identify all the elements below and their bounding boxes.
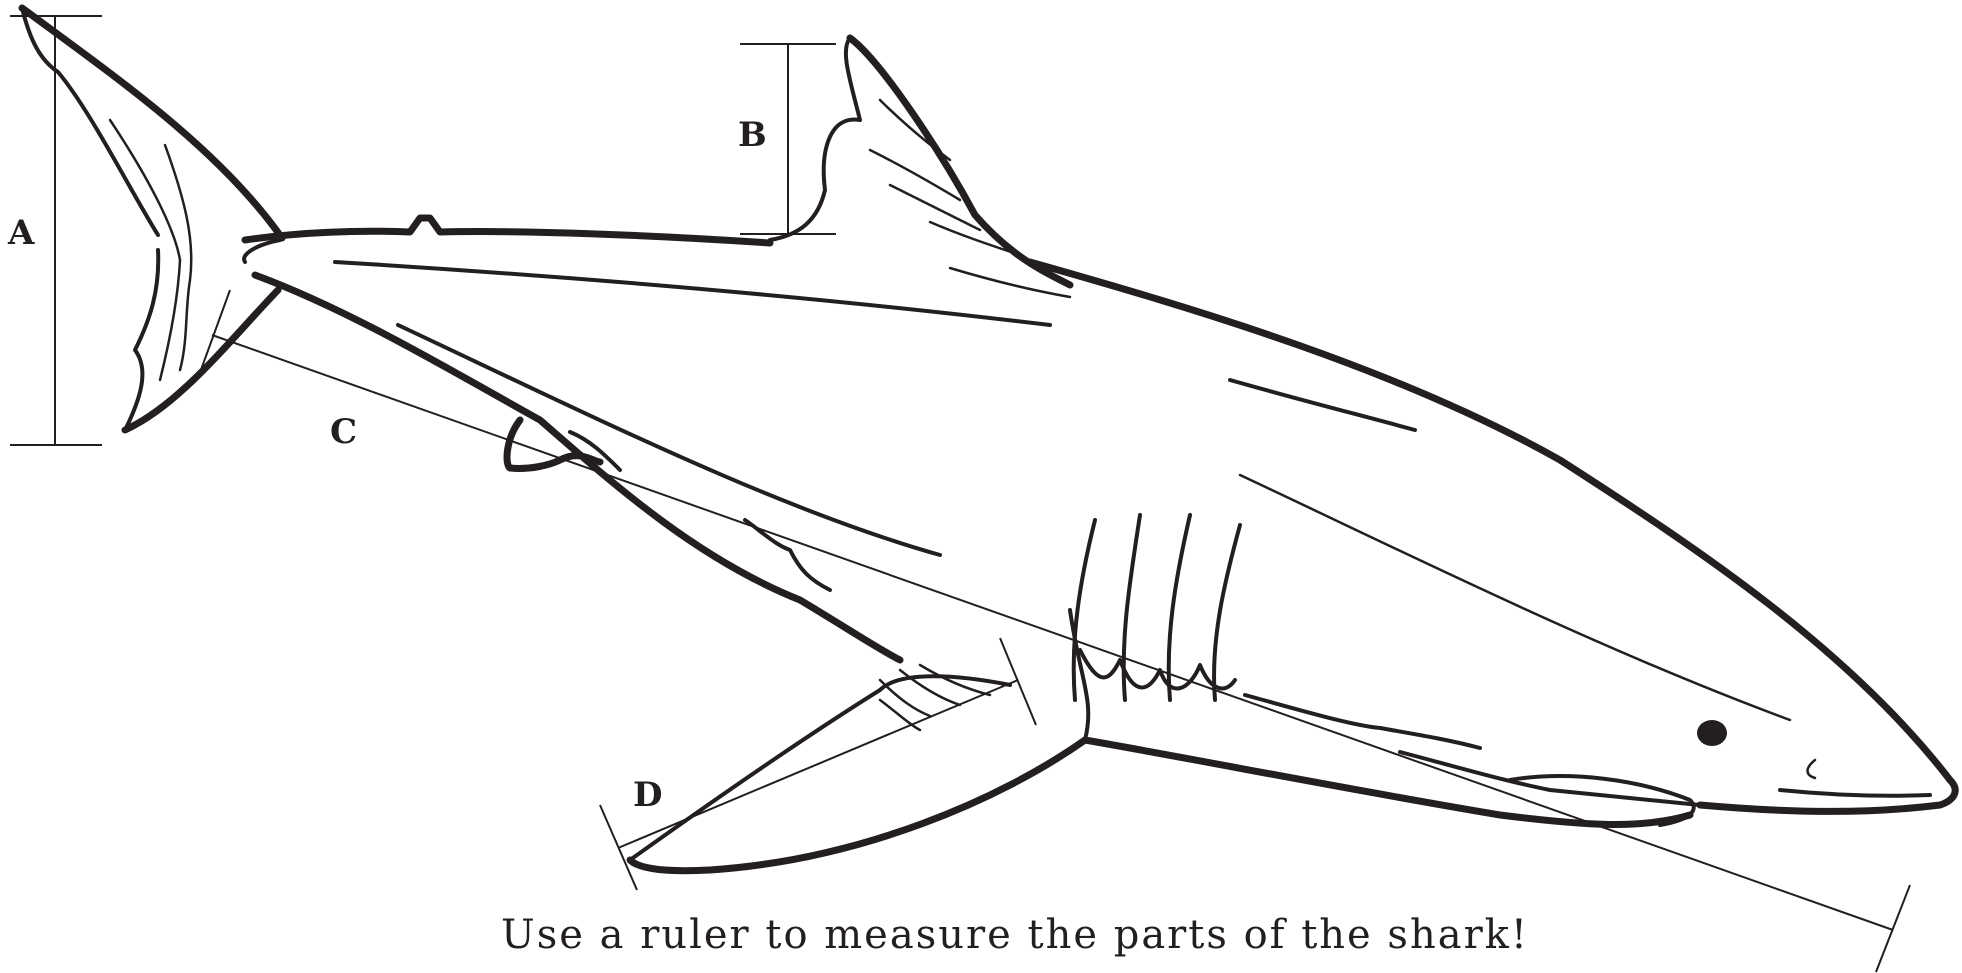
instruction-caption: Use a ruler to measure the parts of the …: [501, 912, 1529, 958]
pectoral-fin-front: [630, 740, 1085, 871]
dorsal-fin-front: [850, 38, 1070, 285]
gill-slit: [1169, 515, 1190, 700]
caudal-keel: [244, 240, 280, 262]
label-d: D: [633, 775, 662, 815]
label-a: A: [7, 213, 35, 253]
pectoral-fin-rear: [630, 676, 1010, 860]
lateral-line: [335, 262, 1050, 325]
label-c: C: [330, 412, 357, 452]
shark-illustration: [22, 8, 1955, 871]
back-line-front: [1030, 262, 1950, 780]
measure-c-line: [212, 335, 1893, 930]
lateral-line: [1240, 475, 1790, 720]
measurement-guides: [10, 16, 1910, 972]
back-line-rear: [245, 218, 770, 243]
dorsal-fin-ray: [880, 100, 950, 160]
lower-flank: [255, 275, 900, 660]
measure-d-line: [618, 680, 1018, 848]
label-b: B: [738, 115, 767, 155]
tail-upper-lobe: [22, 8, 282, 238]
dorsal-fin-rear: [770, 38, 860, 240]
tail-lower-lobe: [125, 290, 278, 430]
gill-slit: [1214, 525, 1240, 700]
tail-lower-inner: [125, 250, 158, 430]
pectoral-fin-ray: [880, 700, 920, 730]
nostril: [1808, 760, 1816, 778]
belly-line: [1085, 740, 1690, 824]
eye: [1697, 720, 1727, 746]
gill-slit: [1074, 520, 1095, 700]
belly-wrinkle: [1245, 695, 1480, 748]
tail-upper-inner: [22, 8, 158, 235]
lateral-line: [1230, 380, 1415, 430]
lateral-line: [398, 325, 940, 555]
mouth-line: [1780, 790, 1930, 796]
measure-d-end-tick: [1000, 638, 1036, 725]
measure-c-start-tick: [198, 290, 230, 378]
measure-d-start-tick: [600, 805, 637, 890]
upper-jaw: [1400, 752, 1700, 805]
measure-c-end-tick: [1876, 885, 1910, 972]
